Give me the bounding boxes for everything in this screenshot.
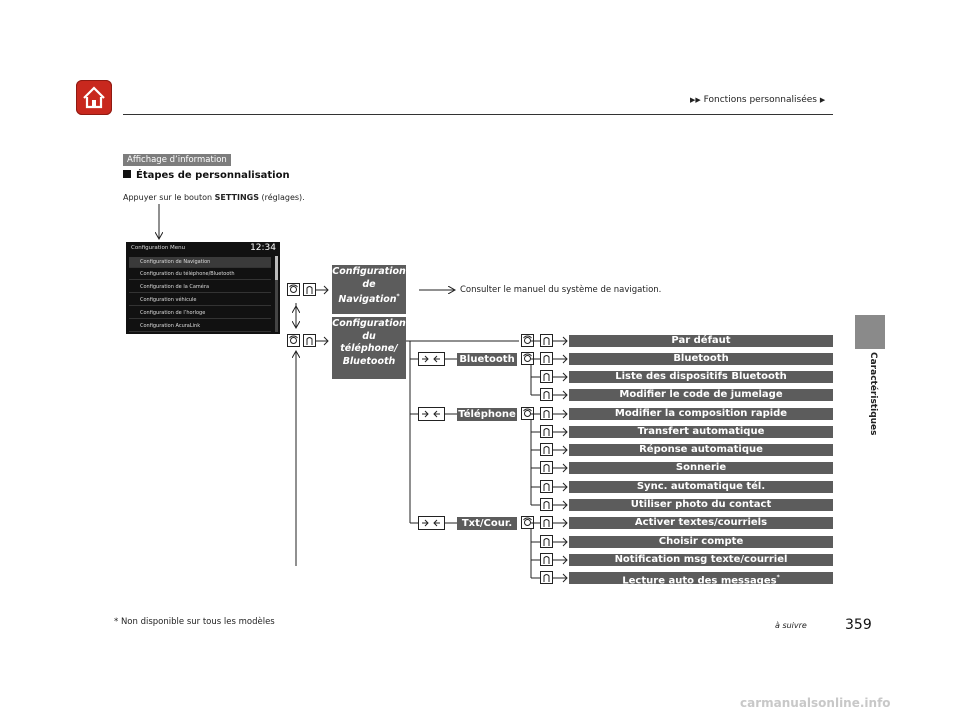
section-title: Étapes de personnalisation [123, 170, 290, 181]
screen-title: Configuration Menu [131, 245, 186, 251]
screen-item-vehicle[interactable]: Configuration véhicule [129, 295, 271, 306]
option-sync-automatique[interactable]: Sync. automatique tél. [569, 481, 833, 493]
screen-item-phone[interactable]: Configuration du téléphone/Bluetooth [129, 269, 271, 280]
option-reponse-automatique[interactable]: Réponse automatique [569, 444, 833, 456]
arrow-right-icon [316, 285, 329, 295]
menu-configuration-navigation[interactable]: Configuration de Navigation* [332, 265, 406, 314]
screen-item-acuralink[interactable]: Configuration AcuraLink [129, 321, 271, 332]
watermark: carmanualsonline.info [740, 696, 891, 710]
option-photo-contact[interactable]: Utiliser photo du contact [569, 499, 833, 511]
page-number: 359 [845, 617, 872, 633]
submenu-txt[interactable]: Txt/Cour. [457, 517, 517, 530]
option-notification-msg[interactable]: Notification msg texte/courriel [569, 554, 833, 566]
rotate-knob-icon [521, 334, 534, 347]
section-tag: Affichage d’information [123, 154, 231, 166]
submenu-telephone[interactable]: Téléphone [457, 408, 517, 421]
screen-clock: 12:34 [250, 243, 276, 253]
press-knob-icon [540, 535, 553, 548]
scroll-knob-icon [418, 516, 457, 530]
option-composition-rapide[interactable]: Modifier la composition rapide [569, 408, 833, 420]
rotate-knob-icon [287, 334, 300, 347]
footnote: * Non disponible sur tous les modèles [114, 617, 275, 627]
screen-scrollbar [275, 256, 278, 332]
option-par-defaut[interactable]: Par défaut [569, 335, 833, 347]
screen-item-navigation[interactable]: Configuration de Navigation [129, 257, 271, 268]
press-knob-icon [303, 283, 316, 296]
continued-label: à suivre [775, 621, 807, 630]
breadcrumb[interactable]: ▶▶ Fonctions personnalisées ▶ [690, 95, 826, 105]
scroll-knob-icon [418, 352, 457, 366]
option-activer-textes[interactable]: Activer textes/courriels [569, 517, 833, 529]
chapter-tab[interactable] [855, 315, 885, 349]
home-icon [83, 86, 105, 109]
screen-scroll-thumb [275, 256, 278, 280]
scroll-knob-icon [418, 407, 457, 421]
menu-configuration-telephone[interactable]: Configuration du téléphone/ Bluetooth [332, 317, 406, 379]
press-knob-icon [540, 516, 553, 529]
rotate-knob-icon [287, 283, 300, 296]
home-button[interactable] [76, 80, 112, 115]
option-liste-dispositifs[interactable]: Liste des dispositifs Bluetooth [569, 371, 833, 383]
instruction-text: Appuyer sur le bouton SETTINGS (réglages… [123, 193, 305, 202]
screen-item-camera[interactable]: Configuration de la Caméra [129, 282, 271, 293]
arrow-right-icon [316, 336, 329, 346]
chapter-label: Caractéristiques [868, 352, 878, 436]
option-code-jumelage[interactable]: Modifier le code de jumelage [569, 389, 833, 401]
navigation-note: Consulter le manuel du système de naviga… [460, 285, 662, 295]
square-bullet-icon [123, 170, 131, 178]
option-choisir-compte[interactable]: Choisir compte [569, 536, 833, 548]
option-arrows [531, 336, 568, 583]
submenu-bluetooth[interactable]: Bluetooth [457, 353, 517, 366]
configuration-menu-screen: Configuration Menu 12:34 Configuration d… [126, 242, 280, 334]
option-bluetooth[interactable]: Bluetooth [569, 353, 833, 365]
triangle-right-icon: ▶ [819, 96, 826, 104]
option-sonnerie[interactable]: Sonnerie [569, 462, 833, 474]
header-rule [123, 114, 833, 115]
option-lecture-auto[interactable]: Lecture auto des messages* [569, 572, 833, 586]
screen-item-clock[interactable]: Configuration de l’horloge [129, 308, 271, 319]
triangle-right-icon: ▶▶ [690, 96, 701, 104]
option-transfert-automatique[interactable]: Transfert automatique [569, 426, 833, 438]
press-knob-icon [303, 334, 316, 347]
